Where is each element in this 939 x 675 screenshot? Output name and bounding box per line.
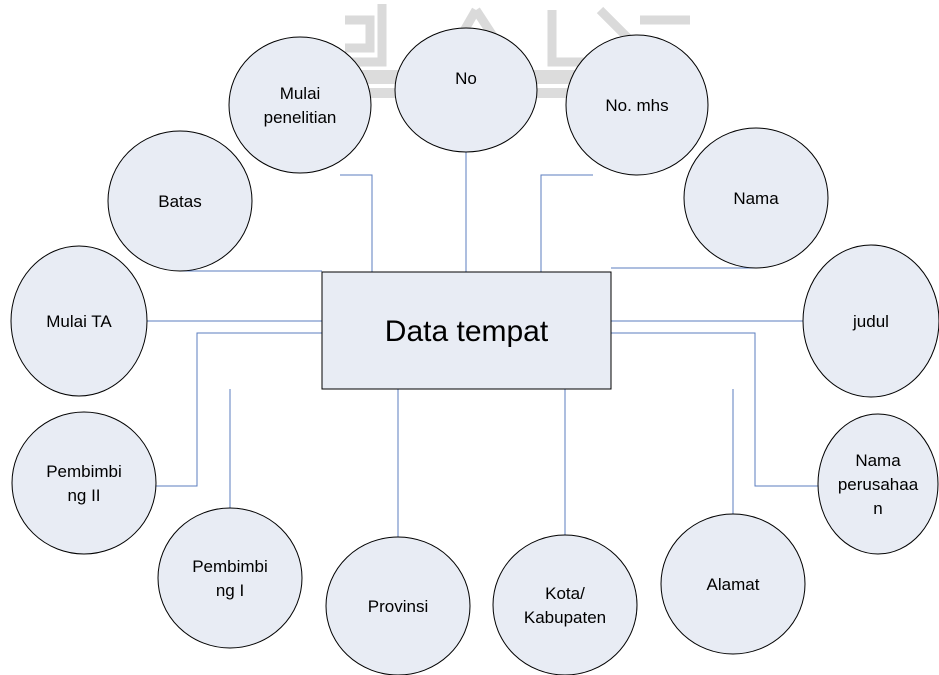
entity-box <box>321 271 612 390</box>
attribute-batas: Batas <box>107 130 253 272</box>
attribute-label: penelitian <box>264 108 337 127</box>
connector-pembimbing-ii <box>156 332 322 487</box>
attribute-label: Kota/ <box>545 584 585 603</box>
attribute-pembimbing-i: Pembimbi ng I <box>157 507 303 649</box>
attribute-label: Batas <box>158 192 201 211</box>
attribute-ellipse <box>802 244 939 398</box>
attribute-ellipse <box>157 507 303 649</box>
attribute-label: Pembimbi <box>192 557 268 576</box>
attribute-kota-kabupaten: Kota/Kabupaten <box>492 534 638 675</box>
attribute-nama-perusahaan: Nama perusahaa n <box>817 413 939 555</box>
attribute-label: No <box>455 69 477 88</box>
attribute-judul: judul <box>802 244 939 398</box>
attribute-label: Mulai <box>280 84 321 103</box>
attribute-provinsi: Provinsi <box>325 536 471 675</box>
attribute-label: Pembimbi <box>46 462 122 481</box>
attribute-nama: Nama <box>683 127 829 269</box>
connector-nama-perusahaan <box>611 332 818 487</box>
attribute-label: Alamat <box>707 575 760 594</box>
connector-mulai-penelitian <box>340 174 373 272</box>
attribute-no: No <box>394 27 538 153</box>
attribute-label: Nama <box>733 189 779 208</box>
attribute-label: judul <box>852 312 889 331</box>
attribute-ellipse <box>10 245 148 397</box>
attribute-label: Mulai TA <box>46 312 112 331</box>
attribute-no-mhs: No. mhs <box>565 34 709 176</box>
attribute-ellipse <box>325 536 471 675</box>
attribute-label: n <box>873 499 882 518</box>
attribute-label: No. mhs <box>605 96 668 115</box>
attribute-mulai-ta: Mulai TA <box>10 245 148 397</box>
attribute-label: ng II <box>67 486 100 505</box>
attribute-ellipse <box>660 513 806 655</box>
attribute-ellipse <box>683 127 829 269</box>
attribute-ellipse <box>817 413 939 555</box>
connector-no-mhs <box>540 174 593 272</box>
attribute-ellipse <box>107 130 253 272</box>
attribute-ellipse <box>228 36 372 174</box>
entity-data-tempat: Data tempat <box>321 271 612 390</box>
entity-label: Data tempat <box>385 315 549 348</box>
attribute-ellipse <box>565 34 709 176</box>
attribute-label: Provinsi <box>368 597 428 616</box>
attribute-mulai-penelitian: Mulai penelitian <box>228 36 372 174</box>
attribute-label: Nama <box>855 451 901 470</box>
attribute-ellipse <box>394 27 538 153</box>
attribute-label: ng I <box>216 581 244 600</box>
attribute-pembimbing-ii: Pembimbi ng II <box>11 411 157 555</box>
attribute-label: perusahaa <box>838 475 919 494</box>
attribute-ellipse <box>492 534 638 675</box>
attribute-ellipse <box>11 411 157 555</box>
connector-lines <box>147 152 818 537</box>
attribute-label: Kabupaten <box>524 608 606 627</box>
attribute-alamat: Alamat <box>660 513 806 655</box>
